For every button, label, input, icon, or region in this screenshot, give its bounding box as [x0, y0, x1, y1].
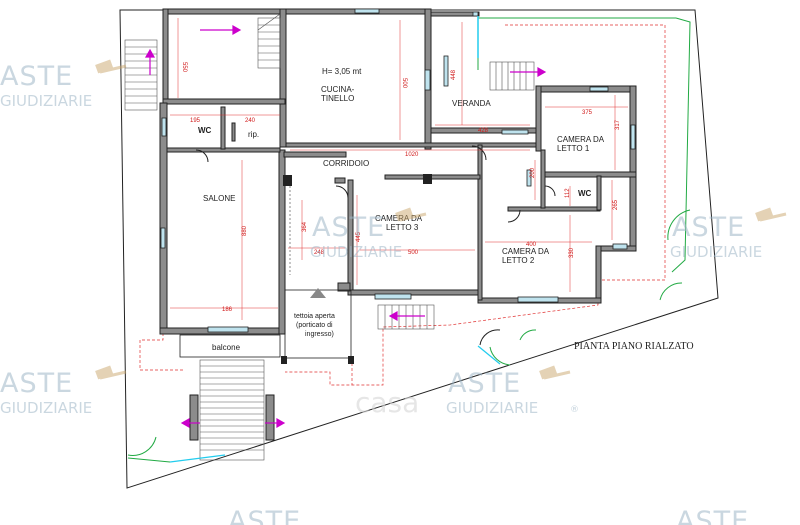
dim-364: 364: [302, 221, 308, 232]
staircase-inner: [257, 13, 281, 69]
label-veranda: VERANDA: [452, 99, 491, 108]
label-balcone: balcone: [212, 343, 241, 352]
watermark-right: ASTE GIUDIZIARIE: [670, 212, 762, 261]
balcone-frame: [179, 334, 281, 358]
staircase-entry: [377, 304, 435, 330]
watermark-registered: ®: [570, 405, 579, 415]
watermark-brand-top: ASTE: [672, 212, 745, 243]
watermark-brand-bottom: GIUDIZIARIE: [310, 243, 402, 261]
dim-195: 195: [190, 118, 201, 124]
watermark-brand-top: ASTE: [312, 212, 385, 243]
access-arrows: [144, 24, 547, 429]
label-corridoio: CORRIDOIO: [323, 159, 369, 168]
label-cucina-height: H= 3,05 mt: [322, 67, 362, 76]
dim-400: 400: [526, 242, 537, 248]
dim-500-room3: 500: [408, 250, 419, 256]
dim-112: 112: [565, 188, 571, 198]
dim-500-kitchen: 500: [401, 78, 407, 89]
watermark-brand-top: ASTE: [0, 368, 73, 399]
dim-1020: 1020: [405, 152, 419, 158]
dim-428: 428: [478, 128, 489, 134]
staircase-veranda: [489, 61, 535, 91]
watermark-bottom-left: ASTE GIUDIZIARIE: [0, 368, 92, 417]
watermark-brand-bottom: GIUDIZIARIE: [670, 243, 762, 261]
label-tettoia-line1: tettoia aperta: [294, 313, 335, 320]
staircase-north-west: [124, 39, 158, 111]
label-camera2-line2: LETTO 2: [502, 256, 535, 265]
label-ripostiglio: rip.: [248, 130, 259, 139]
label-camera3-line2: LETTO 3: [386, 223, 419, 232]
label-tettoia-line3: ingresso): [305, 331, 334, 338]
dim-550: 550: [181, 62, 187, 73]
dim-248: 248: [314, 250, 325, 256]
gavel-icon: [95, 59, 787, 380]
dim-317: 317: [615, 119, 621, 130]
label-camera1-line1: CAMERA DA: [557, 135, 605, 144]
watermark-top-left: ASTE GIUDIZIARIE: [0, 61, 92, 110]
dim-240: 240: [245, 118, 256, 124]
watermark-brand-top: ASTE: [448, 368, 521, 399]
dim-375: 375: [582, 110, 593, 116]
watermark-brand-bottom: GIUDIZIARIE: [0, 399, 92, 417]
watermark-brand-bottom: GIUDIZIARIE: [0, 92, 92, 110]
watermark-center: ASTE GIUDIZIARIE: [310, 212, 402, 261]
label-tettoia-line2: (porticato di: [296, 322, 333, 329]
label-tinello: TINELLO: [321, 94, 354, 103]
dim-448: 448: [451, 69, 457, 80]
dim-186: 186: [222, 307, 233, 313]
watermark-bottom-edge: ASTE ASTE: [228, 506, 749, 525]
watermark-bottom-center: ASTE GIUDIZIARIE ®: [446, 368, 579, 417]
watermark-center-casa: casa: [355, 386, 419, 419]
staircase-south: [189, 359, 275, 461]
perimeter-outline: [139, 18, 666, 386]
watermark-brand-top: ASTE: [0, 61, 73, 92]
label-wc-2: WC: [578, 189, 592, 198]
entry-marker-icon: [310, 288, 326, 298]
watermark-brand-bottom: GIUDIZIARIE: [446, 399, 538, 417]
watermark-brand-top: ASTE: [676, 506, 749, 525]
dim-265: 265: [613, 199, 619, 210]
lot-boundary: [119, 9, 719, 489]
label-cucina: CUCINA-: [321, 85, 355, 94]
label-camera1-line2: LETTO 1: [557, 144, 590, 153]
dimension-lines: [170, 18, 628, 320]
dim-880: 880: [242, 225, 248, 236]
plan-title: PIANTA PIANO RIALZATO: [574, 341, 694, 352]
dim-200: 200: [530, 167, 536, 178]
label-wc-1: WC: [198, 126, 212, 135]
dim-445: 445: [356, 231, 362, 242]
label-camera2-line1: CAMERA DA: [502, 247, 550, 256]
watermark-brand-top: ASTE: [228, 506, 301, 525]
dimension-labels: 550 500 448 195 240 375 317 428 1020 200…: [181, 62, 621, 313]
dim-330: 330: [569, 247, 575, 258]
label-salone: SALONE: [203, 194, 235, 203]
windows: [160, 8, 636, 333]
